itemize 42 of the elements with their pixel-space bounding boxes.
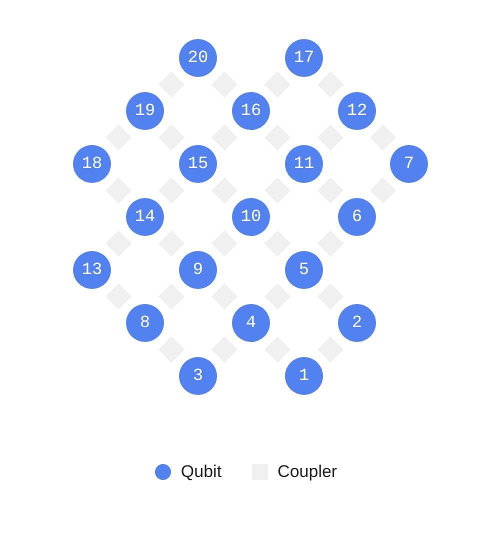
qubit-circle — [338, 92, 376, 130]
qubit-circle — [285, 145, 323, 183]
qubit-circle — [179, 39, 217, 77]
qubit-circle — [179, 357, 217, 395]
qubit-circle — [179, 145, 217, 183]
legend-label: Coupler — [278, 462, 338, 482]
legend-label: Qubit — [180, 462, 222, 482]
qubit-circle — [126, 198, 164, 236]
qubit-circle — [126, 304, 164, 342]
qubit-number: 4 — [246, 314, 256, 332]
qubit-number: 14 — [134, 208, 156, 226]
qubit-number: 8 — [140, 314, 150, 332]
qubit-number: 2 — [352, 314, 362, 332]
qubit-number: 9 — [192, 260, 204, 280]
qubit-circle — [73, 251, 111, 289]
qubit-number: 10 — [240, 208, 262, 226]
qubit-number: 7 — [404, 154, 414, 174]
qubit-circle — [232, 198, 270, 236]
qubit-number: 12 — [346, 102, 368, 120]
qubit-number: 3 — [192, 366, 204, 386]
qubit-number: 18 — [82, 154, 102, 174]
qubit-number: 17 — [294, 48, 314, 68]
qubit-circle — [285, 39, 323, 77]
qubit-number: 16 — [240, 102, 262, 120]
qubit-circle — [232, 92, 270, 130]
qubit-circle — [390, 145, 428, 183]
qubit-circle — [285, 251, 323, 289]
qubit-circle — [232, 304, 270, 342]
qubit-circle — [285, 357, 323, 395]
qubit-number: 1 — [298, 366, 310, 386]
qubit-number: 6 — [352, 208, 362, 226]
qubit-number: 13 — [82, 260, 102, 280]
qubit-circle — [73, 145, 111, 183]
qubit-circle — [338, 198, 376, 236]
qubit-circle — [126, 92, 164, 130]
qubit-number: 11 — [294, 154, 314, 174]
qubit-circle — [338, 304, 376, 342]
qubit-number: 20 — [188, 48, 208, 68]
qubit-number: 15 — [188, 154, 208, 174]
qubit-circle — [179, 251, 217, 289]
qubit-number: 19 — [134, 102, 156, 120]
qubit-number: 5 — [298, 260, 310, 280]
